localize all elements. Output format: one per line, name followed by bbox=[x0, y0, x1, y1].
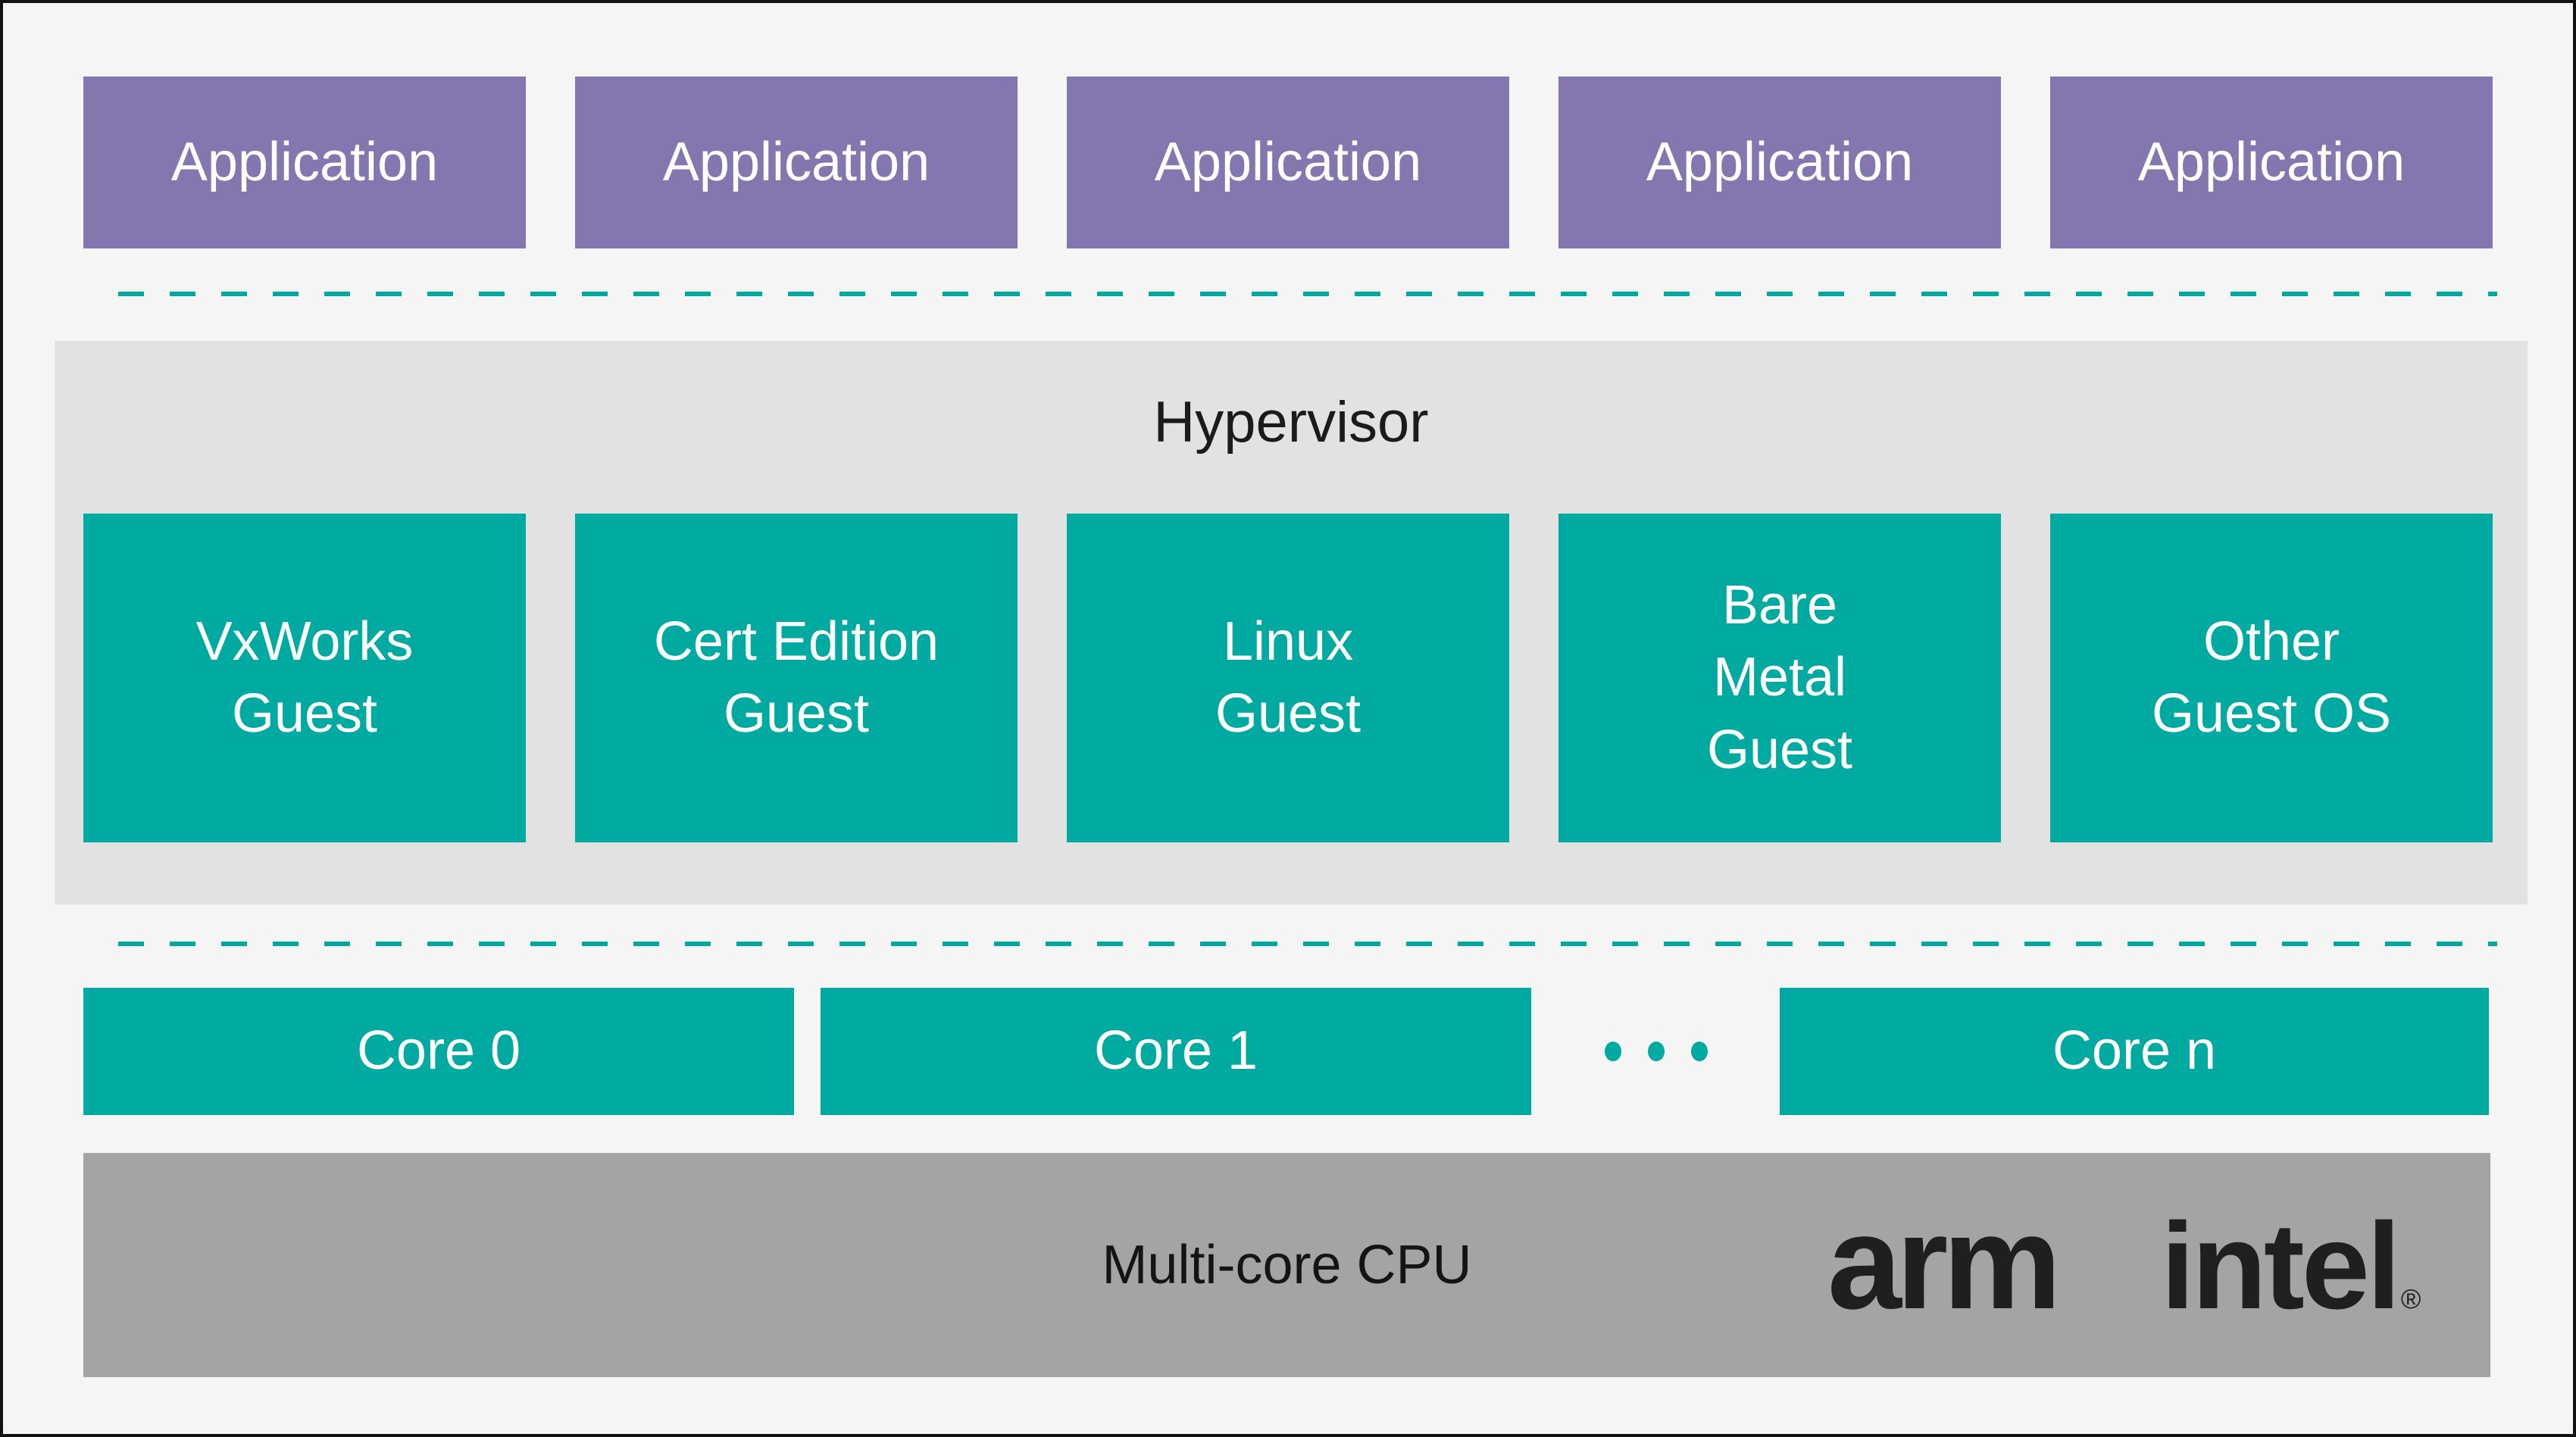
application-box: Application bbox=[1067, 77, 1509, 248]
vendor-logos: arm intel® bbox=[1827, 1153, 2421, 1377]
application-label: Application bbox=[2137, 131, 2406, 192]
arm-logo: arm bbox=[1827, 1189, 2062, 1337]
application-box: Application bbox=[575, 77, 1018, 248]
guest-label: Linux Guest bbox=[1215, 611, 1361, 744]
guest-box-linux: Linux Guest bbox=[1067, 514, 1509, 842]
dot-icon bbox=[1691, 1042, 1708, 1061]
guest-label: Cert Edition Guest bbox=[653, 611, 939, 744]
guest-box-vxworks: VxWorks Guest bbox=[83, 514, 526, 842]
dot-icon bbox=[1605, 1042, 1621, 1061]
application-label: Application bbox=[1646, 131, 1914, 192]
application-label: Application bbox=[662, 131, 930, 192]
guest-box-cert-edition: Cert Edition Guest bbox=[575, 514, 1018, 842]
hypervisor-title: Hypervisor bbox=[1153, 390, 1429, 455]
application-box: Application bbox=[83, 77, 526, 248]
application-label: Application bbox=[1154, 131, 1422, 192]
dot-icon bbox=[1648, 1042, 1665, 1061]
guest-label: Bare Metal Guest bbox=[1706, 575, 1853, 780]
application-box: Application bbox=[2050, 77, 2493, 248]
intel-logo: intel® bbox=[2161, 1157, 2421, 1409]
separator-dashed-line-bottom bbox=[118, 942, 2497, 946]
registered-trademark-icon: ® bbox=[2400, 1283, 2421, 1314]
core-box-n: Core n bbox=[1780, 988, 2489, 1115]
core-label: Core 1 bbox=[1093, 1020, 1258, 1082]
cpu-label: Multi-core CPU bbox=[83, 1153, 2490, 1377]
cores-ellipsis-icon bbox=[1605, 1042, 1708, 1061]
core-box-0: Core 0 bbox=[83, 988, 794, 1115]
core-label: Core 0 bbox=[356, 1020, 521, 1082]
separator-dashed-line-top bbox=[118, 292, 2497, 296]
guest-box-other-os: Other Guest OS bbox=[2050, 514, 2493, 842]
core-box-1: Core 1 bbox=[821, 988, 1531, 1115]
core-label: Core n bbox=[2052, 1020, 2217, 1082]
guest-box-bare-metal: Bare Metal Guest bbox=[1558, 514, 2001, 842]
guest-label: Other Guest OS bbox=[2151, 611, 2392, 744]
cpu-bar bbox=[83, 1153, 2490, 1377]
application-box: Application bbox=[1558, 77, 2001, 248]
cpu-label-text: Multi-core CPU bbox=[1102, 1235, 1472, 1295]
application-label: Application bbox=[170, 131, 439, 192]
intel-logo-text: intel bbox=[2160, 1198, 2401, 1335]
guest-label: VxWorks Guest bbox=[195, 611, 414, 744]
